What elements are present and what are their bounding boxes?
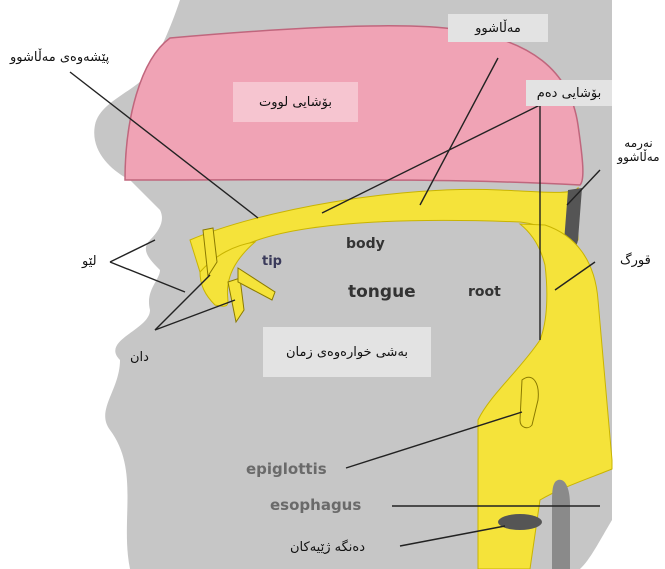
label-esophagus: esophagus	[270, 496, 361, 514]
esophagus-shape	[552, 480, 570, 569]
label-body: body	[346, 236, 385, 252]
label-lower-tongue: بەشی خوارەوەی زمان	[263, 327, 431, 377]
label-teeth: دان	[130, 350, 149, 365]
label-epiglottis: epiglottis	[246, 460, 327, 478]
label-hard-palate: مەڵاشوو	[448, 14, 548, 42]
label-lips: لێو	[82, 254, 97, 269]
label-larynx: دەنگە ژێیەکان	[290, 540, 365, 555]
label-alveolar-ridge: پێشەوەی مەڵاشوو	[10, 50, 109, 65]
label-oral-cavity: بۆشایی دەم	[526, 80, 612, 106]
label-pharynx: قورگ	[620, 253, 651, 268]
label-tip: tip	[262, 254, 282, 269]
vocal-cords-shape	[498, 514, 542, 530]
label-soft-palate-line2: مەڵاشوو	[617, 150, 659, 164]
label-root: root	[468, 284, 501, 300]
label-nasal-cavity: بۆشایی لووت	[233, 82, 358, 122]
label-soft-palate-line1: نەرمە	[624, 136, 652, 150]
label-soft-palate: نەرمە مەڵاشوو	[612, 125, 665, 175]
label-tongue: tongue	[348, 282, 416, 302]
